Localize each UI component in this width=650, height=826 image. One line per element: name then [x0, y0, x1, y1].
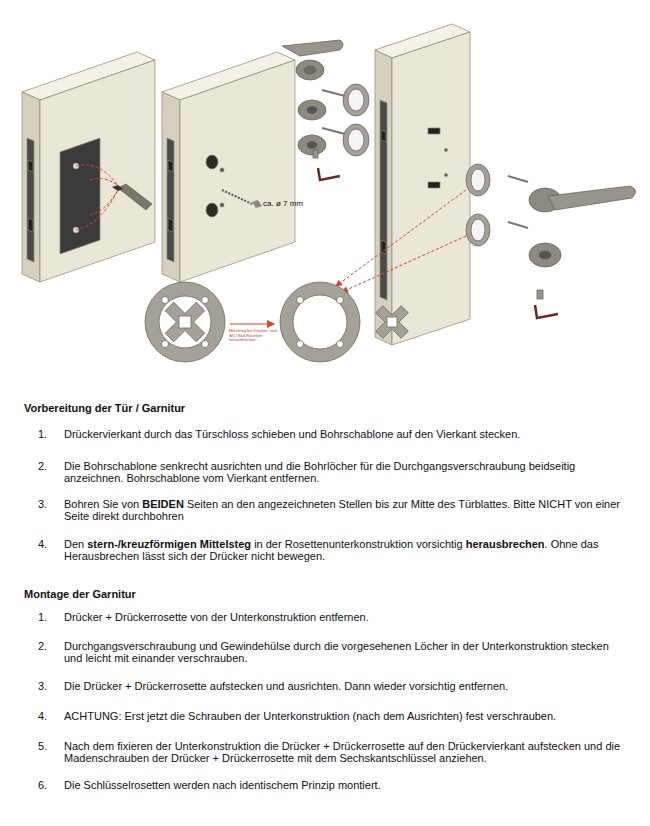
marking-arcs	[76, 165, 118, 230]
instruction-text: Die Bohrschablone senkrecht ausrichten u…	[64, 460, 575, 484]
handle-set-right	[466, 164, 636, 318]
instruction-text: in der Rosettenunterkonstruktion vorsich…	[254, 538, 463, 550]
instruction-text: Die Drücker + Drückerrosette aufstecken …	[64, 680, 508, 692]
list-number: 2.	[38, 640, 60, 652]
list-item: Den stern-/kreuzförmigen Mittelsteg in d…	[64, 538, 630, 562]
instruction-text: Den	[64, 538, 84, 550]
rosette-open	[280, 282, 360, 362]
instruction-text: Die Schlüsselrosetten werden nach identi…	[64, 779, 381, 791]
installation-illustration	[0, 0, 650, 400]
instruction-text: Durchgangsverschraubung und Gewindehülse…	[64, 640, 609, 664]
list-number: 1.	[38, 428, 60, 440]
door-3	[375, 24, 470, 345]
instruction-text: Bohren Sie von	[64, 498, 139, 510]
rosette-with-web	[145, 282, 225, 362]
section-heading: Vorbereitung der Tür / Garnitur	[24, 402, 424, 414]
list-item: Drückervierkant durch das Türschloss sch…	[64, 428, 630, 440]
instruction-text: Nach dem fixieren der Unterkonstruktion …	[64, 740, 620, 764]
list-item: ACHTUNG: Erst jetzt die Schrauben der Un…	[64, 710, 630, 722]
emphasis-text: stern-/kreuzförmigen Mittelsteg	[87, 538, 251, 550]
list-item: Bohren Sie von BEIDEN Seiten an den ange…	[64, 498, 630, 522]
emphasis-text: herausbrechen	[466, 538, 545, 550]
list-number: 1.	[38, 611, 60, 623]
door-1	[22, 52, 155, 282]
list-item: Drücker + Drückerrosette von der Unterko…	[64, 611, 630, 623]
dimension-label: ca. ø 7 mm	[263, 199, 323, 208]
instruction-text: Drückervierkant durch das Türschloss sch…	[64, 428, 520, 440]
removed-web	[367, 297, 418, 348]
list-number: 3.	[38, 680, 60, 692]
list-number: 2.	[38, 460, 60, 472]
marking-pencil	[112, 184, 152, 210]
list-item: Die Schlüsselrosetten werden nach identi…	[64, 779, 630, 791]
instruction-text: Drücker + Drückerrosette von der Unterko…	[64, 611, 369, 623]
emphasis-text: BEIDEN	[142, 498, 184, 510]
list-number: 4.	[38, 538, 60, 550]
list-number: 3.	[38, 498, 60, 510]
list-item: Durchgangsverschraubung und Gewindehülse…	[64, 640, 630, 664]
handle-set-left	[282, 40, 369, 180]
instruction-text: ACHTUNG: Erst jetzt die Schrauben der Un…	[64, 710, 556, 722]
door-2	[162, 52, 295, 282]
list-item: Nach dem fixieren der Unterkonstruktion …	[64, 740, 630, 764]
list-item: Die Drücker + Drückerrosette aufstecken …	[64, 680, 630, 692]
red-arrow	[230, 324, 274, 325]
drill	[222, 190, 262, 208]
note-label: Mittelsteg bei Drücker- und WC/ Bad-Rose…	[229, 329, 277, 343]
red-leader-lines	[336, 190, 466, 292]
list-item: Die Bohrschablone senkrecht ausrichten u…	[64, 460, 630, 484]
list-number: 5.	[38, 740, 60, 752]
list-number: 6.	[38, 779, 60, 791]
section-heading: Montage der Garnitur	[24, 588, 424, 600]
list-number: 4.	[38, 710, 60, 722]
